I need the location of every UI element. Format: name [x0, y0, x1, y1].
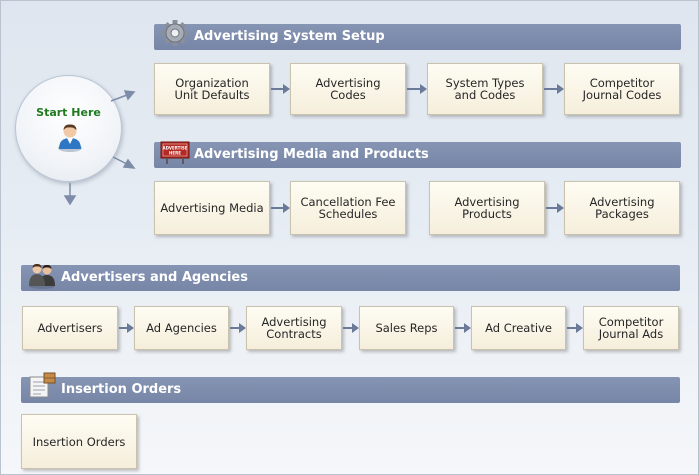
card-advertising-codes[interactable]: Advertising Codes	[290, 63, 406, 115]
section-header-advertisers: Advertisers and Agencies	[21, 263, 680, 291]
section-header-setup: Advertising System Setup	[154, 20, 681, 50]
card-competitor-journal-codes[interactable]: Competitor Journal Codes	[564, 63, 680, 115]
arrow-advertisers-1	[119, 323, 134, 333]
section-header-insertion: Insertion Orders	[21, 372, 680, 403]
user-icon	[58, 124, 82, 152]
start-here-node[interactable]: Start Here	[15, 75, 122, 182]
card-ad-creative[interactable]: Ad Creative	[471, 306, 566, 350]
advertise-sign-text: ADVERTISE	[163, 146, 188, 151]
order-form-icon	[29, 372, 56, 398]
gear-icon	[162, 20, 188, 46]
arrow-setup-3	[544, 84, 564, 94]
advertise-sign-icon: ADVERTISE HERE	[160, 141, 190, 164]
arrow-advertisers-5	[567, 323, 583, 333]
card-advertisers[interactable]: Advertisers	[22, 306, 118, 350]
card-sales-reps[interactable]: Sales Reps	[359, 306, 454, 350]
section-title-setup: Advertising System Setup	[194, 29, 385, 44]
start-here-label: Start Here	[36, 106, 101, 119]
card-system-types-and-codes[interactable]: System Types and Codes	[427, 63, 543, 115]
card-insertion-orders[interactable]: Insertion Orders	[21, 414, 137, 469]
card-advertising-packages[interactable]: Advertising Packages	[564, 181, 680, 235]
section-title-advertisers: Advertisers and Agencies	[61, 270, 248, 285]
svg-text:HERE: HERE	[169, 151, 181, 156]
card-advertising-media[interactable]: Advertising Media	[154, 181, 270, 235]
arrow-advertisers-3	[343, 323, 359, 333]
arrow-setup-1	[271, 84, 290, 94]
section-title-media: Advertising Media and Products	[194, 147, 429, 162]
card-advertising-products[interactable]: Advertising Products	[429, 181, 545, 235]
people-icon	[29, 263, 55, 289]
card-cancellation-fee-schedules[interactable]: Cancellation Fee Schedules	[290, 181, 406, 235]
arrow-setup-2	[407, 84, 427, 94]
card-competitor-journal-ads[interactable]: Competitor Journal Ads	[583, 306, 679, 350]
arrow-advertisers-4	[455, 323, 471, 333]
section-header-media: ADVERTISE HERE Advertising Media and Pro…	[154, 141, 681, 168]
card-ad-agencies[interactable]: Ad Agencies	[134, 306, 229, 350]
arrow-media-1	[271, 203, 290, 213]
arrow-advertisers-2	[230, 323, 246, 333]
section-title-insertion: Insertion Orders	[61, 382, 182, 397]
arrow-media-2	[546, 203, 564, 213]
card-organization-unit-defaults[interactable]: Organization Unit Defaults	[154, 63, 270, 115]
card-advertising-contracts[interactable]: Advertising Contracts	[246, 306, 342, 350]
